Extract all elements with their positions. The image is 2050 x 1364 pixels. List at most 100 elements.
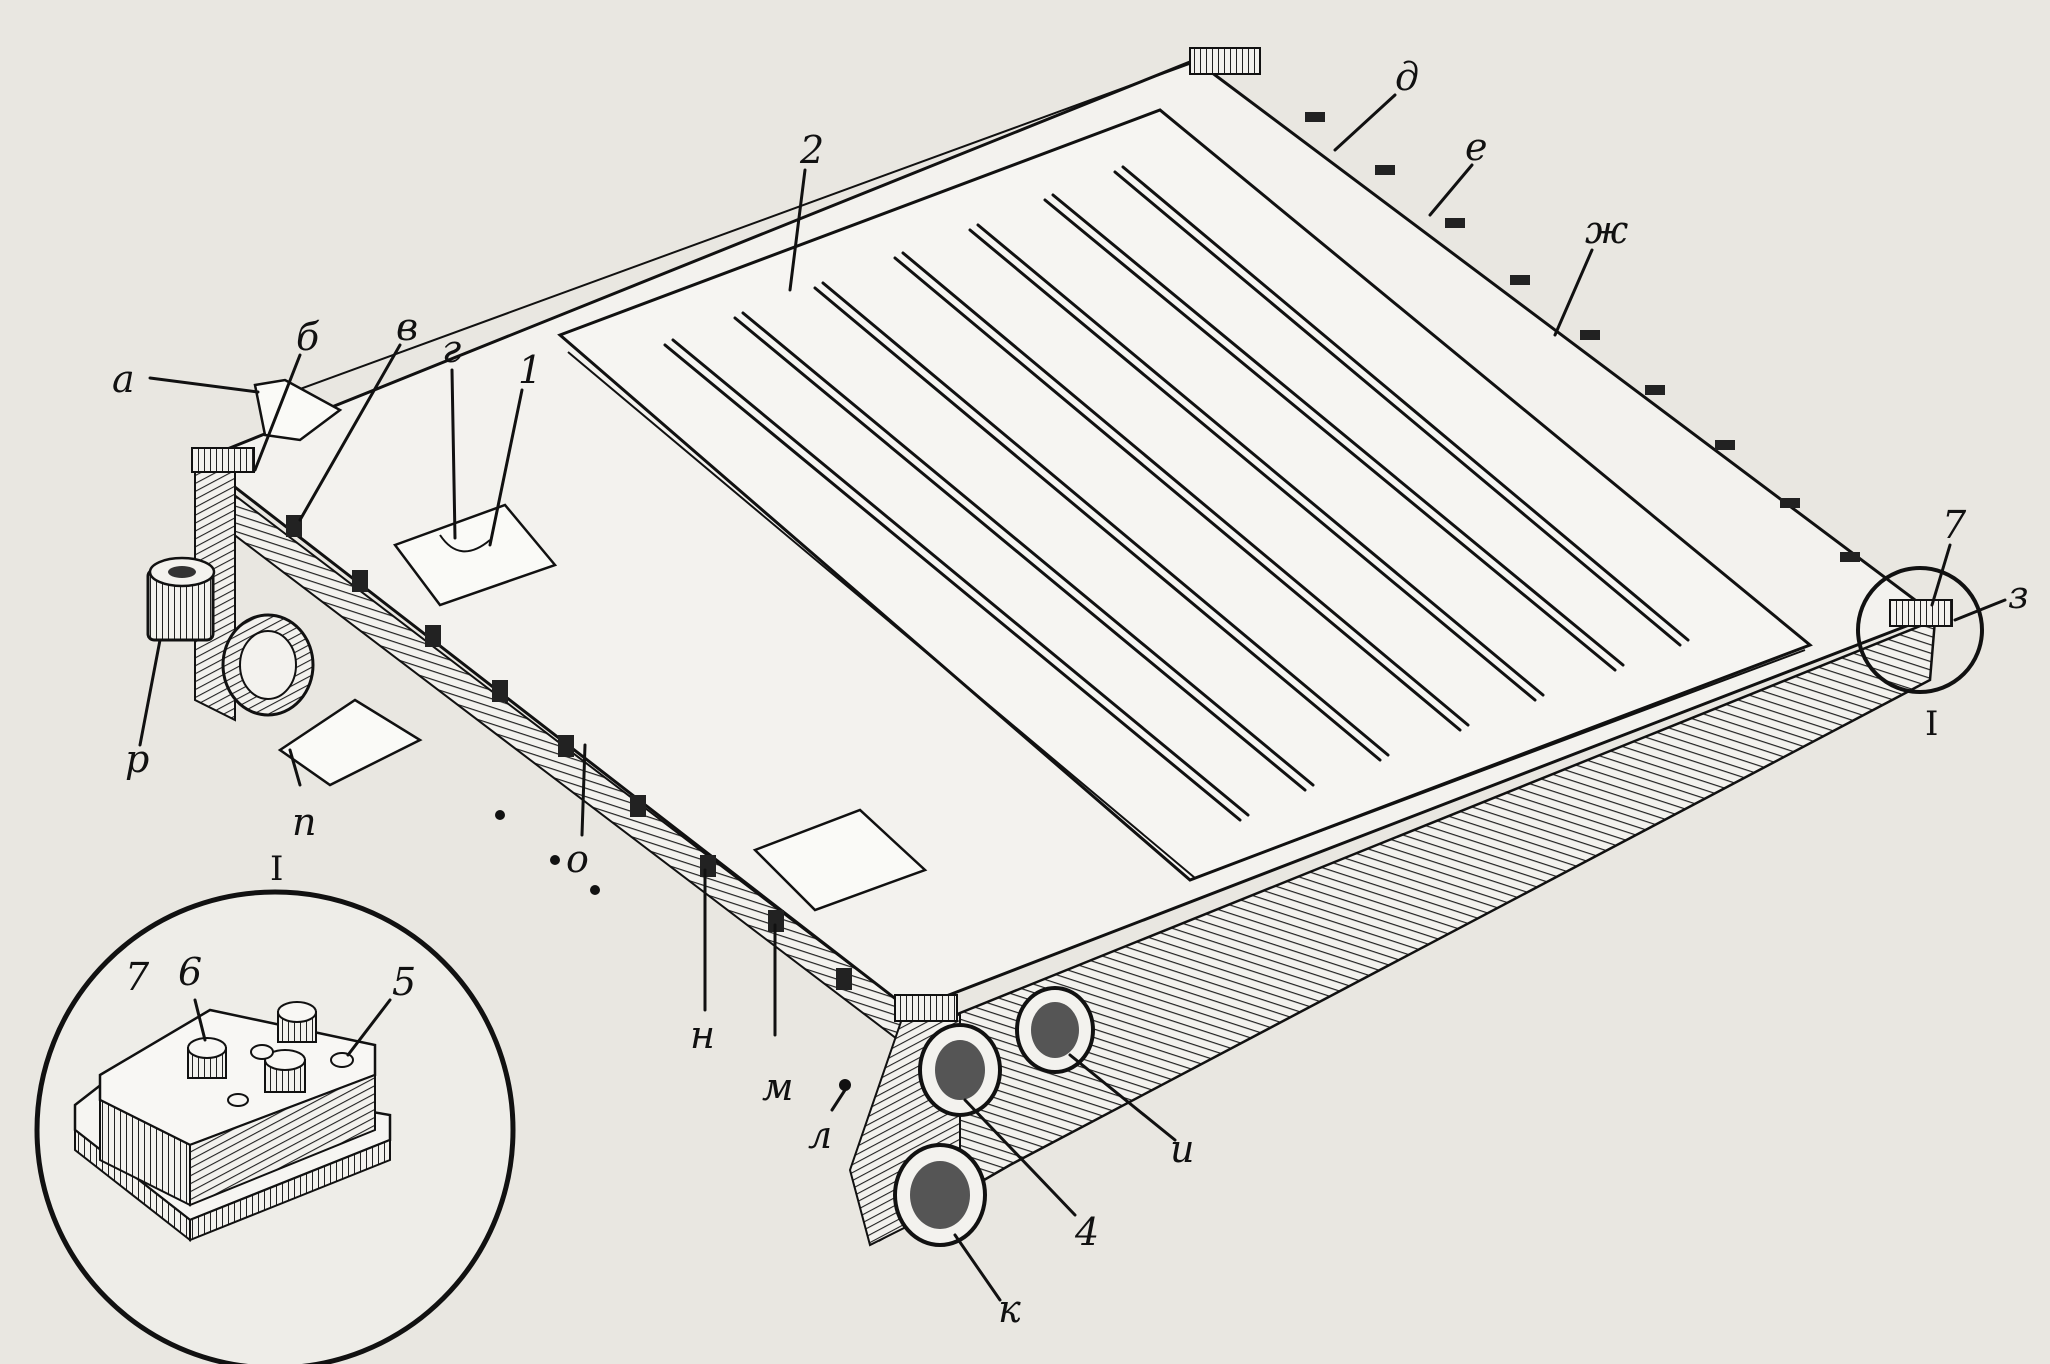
slot bbox=[425, 625, 441, 647]
detail-circle-marker bbox=[1856, 566, 1984, 694]
rib bbox=[968, 223, 1545, 702]
inset-base-side bbox=[189, 1138, 391, 1242]
inset-leader-6 bbox=[193, 998, 207, 1042]
hole-l bbox=[839, 1079, 851, 1091]
inset-bolt-2 bbox=[277, 1001, 317, 1043]
leader-zh bbox=[1553, 248, 1594, 337]
inset-title: I bbox=[270, 849, 283, 889]
front-bores bbox=[893, 986, 1095, 1247]
rib bbox=[893, 251, 1470, 732]
bore-k-hole bbox=[910, 1161, 970, 1229]
label-4: 4 bbox=[1074, 1210, 1099, 1254]
notch bbox=[1645, 385, 1665, 395]
label-n: н bbox=[690, 1013, 715, 1057]
leader-1 bbox=[488, 388, 524, 547]
label-b: б bbox=[296, 315, 320, 359]
label-d: д bbox=[1395, 55, 1419, 99]
inset-label-5: 5 bbox=[392, 960, 416, 1004]
slot bbox=[700, 855, 716, 877]
inset-bolt-3 bbox=[264, 1049, 306, 1093]
hole bbox=[590, 885, 600, 895]
label-i: и bbox=[1170, 1127, 1194, 1171]
label-m: м bbox=[762, 1065, 794, 1109]
leader-z bbox=[1953, 598, 2007, 622]
leader-i bbox=[1068, 1053, 1177, 1142]
leader-k bbox=[953, 1233, 1002, 1302]
inset-block-side bbox=[189, 1073, 376, 1207]
leader-4 bbox=[963, 1098, 1077, 1217]
top-edge-line bbox=[269, 59, 1201, 401]
slot bbox=[352, 570, 368, 592]
label-r: р bbox=[125, 737, 149, 781]
notch bbox=[1840, 552, 1860, 562]
label-k: к bbox=[998, 1287, 1021, 1331]
notch bbox=[1305, 112, 1325, 122]
notch bbox=[1715, 440, 1735, 450]
leader-l bbox=[830, 1088, 847, 1112]
corner-block-right bbox=[1889, 599, 1953, 627]
slot bbox=[836, 968, 852, 990]
slot bbox=[492, 680, 508, 702]
label-z: з bbox=[2008, 573, 2029, 617]
notch bbox=[1780, 498, 1800, 508]
label-detail-mark: I bbox=[1925, 704, 1938, 744]
leader-r bbox=[138, 638, 162, 747]
leader-o bbox=[580, 743, 587, 837]
corner-block-back bbox=[1189, 47, 1261, 75]
label-1: 1 bbox=[518, 348, 542, 392]
leader-v bbox=[298, 343, 402, 522]
corner-block-left bbox=[191, 447, 255, 473]
slot bbox=[286, 515, 302, 537]
panel-edge-line bbox=[1194, 649, 1806, 879]
leader-lines bbox=[138, 93, 2007, 1302]
label-2: 2 bbox=[799, 128, 824, 172]
notch bbox=[1510, 275, 1530, 285]
bore-i-hole bbox=[1031, 1002, 1079, 1058]
inset-leader-5 bbox=[346, 998, 392, 1057]
foot-p bbox=[277, 698, 423, 787]
left-ring-hole bbox=[239, 630, 297, 700]
rib bbox=[813, 281, 1390, 762]
inset-hole bbox=[250, 1044, 274, 1060]
front-edge-slots bbox=[286, 515, 852, 990]
inset-hole bbox=[227, 1093, 249, 1107]
panel-edge-line bbox=[567, 351, 1196, 879]
slot bbox=[630, 795, 646, 817]
leader-p bbox=[288, 748, 302, 787]
cylinder-bore bbox=[168, 566, 196, 578]
small-holes bbox=[495, 810, 851, 1091]
left-bracket bbox=[146, 556, 423, 787]
hole bbox=[550, 855, 560, 865]
leader-e bbox=[1428, 163, 1474, 217]
notch bbox=[1580, 330, 1600, 340]
rib bbox=[663, 338, 1250, 822]
hole bbox=[495, 810, 505, 820]
inset-detail: I 7 6 5 bbox=[34, 849, 516, 1364]
label-e: е bbox=[1465, 125, 1488, 169]
leader-a bbox=[148, 376, 260, 394]
leader-d bbox=[1333, 93, 1397, 152]
inner-panel bbox=[557, 108, 1813, 882]
leader-2 bbox=[788, 168, 807, 292]
label-l: л bbox=[808, 1113, 832, 1157]
label-a: а bbox=[112, 357, 135, 401]
panel-ribs bbox=[663, 165, 1690, 822]
back-edge-notches bbox=[1305, 112, 1860, 562]
inset-bolt-1 bbox=[187, 1037, 227, 1079]
inset-hole-5 bbox=[330, 1052, 354, 1068]
leader-g bbox=[450, 368, 457, 540]
corner-block-front bbox=[894, 994, 958, 1022]
label-zh: ж bbox=[1585, 208, 1628, 252]
leader-b bbox=[253, 353, 302, 472]
notch bbox=[1445, 218, 1465, 228]
label-p: п bbox=[292, 800, 316, 844]
inset-label-7: 7 bbox=[125, 955, 150, 999]
rib bbox=[733, 311, 1315, 792]
label-g: г bbox=[442, 327, 461, 371]
label-v: в bbox=[396, 305, 418, 349]
label-7: 7 bbox=[1942, 503, 1967, 547]
notch bbox=[1375, 165, 1395, 175]
leader-7 bbox=[1930, 543, 1952, 607]
rib bbox=[1113, 165, 1690, 647]
